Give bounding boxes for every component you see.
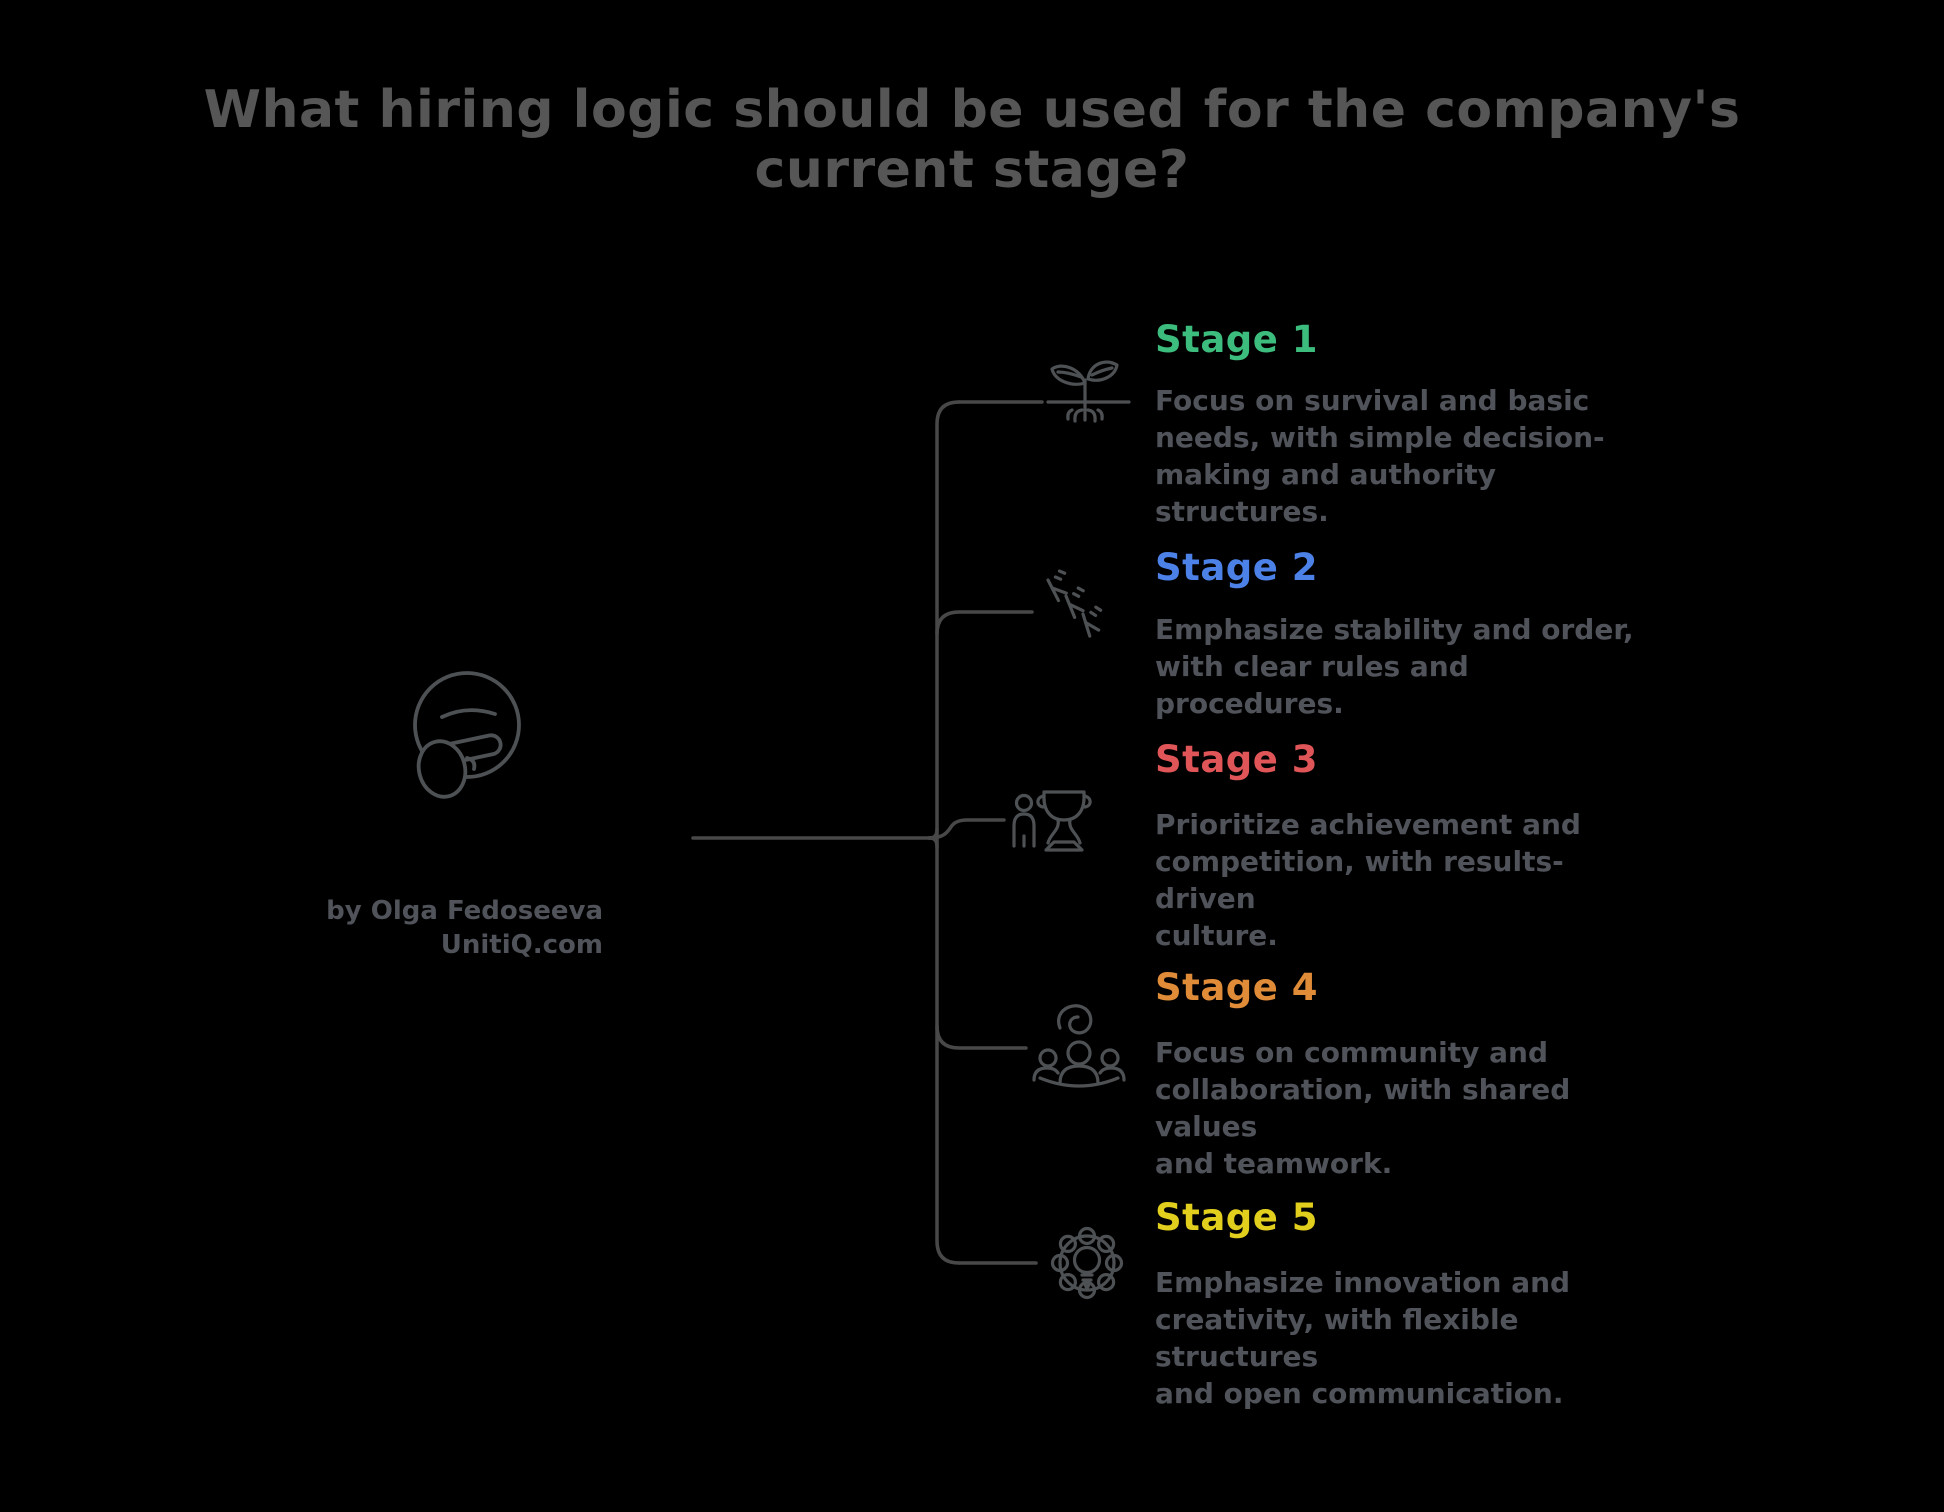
falling-dominoes-icon	[1046, 569, 1103, 638]
gear-lightbulb-icon	[1050, 1226, 1124, 1300]
stage-2-description: Emphasize stability and order, with clea…	[1155, 613, 1634, 720]
connector-lines	[691, 400, 1044, 1265]
community-people-icon	[1032, 1004, 1126, 1088]
stage-4-title: Stage 4	[1155, 966, 1319, 1009]
connector-trunk	[935, 400, 961, 1265]
page-title: What hiring logic should be used for the…	[203, 80, 1741, 200]
thinking-face-icon	[413, 671, 521, 799]
stage-2-title: Stage 2	[1155, 546, 1319, 589]
seedling-icon	[1046, 360, 1131, 423]
stage-1-description: Focus on survival and basic needs, with …	[1155, 384, 1605, 528]
stage-5-description: Emphasize innovation and creativity, wit…	[1155, 1266, 1571, 1410]
connector-branch-3	[927, 818, 1006, 840]
connector-branch-2	[935, 610, 1034, 636]
stage-3-description: Prioritize achievement and competition, …	[1155, 808, 1581, 952]
stage-4-description: Focus on community and collaboration, wi…	[1155, 1036, 1571, 1180]
thinking-hand	[416, 733, 503, 799]
stage-5-title: Stage 5	[1155, 1196, 1319, 1239]
attribution: by Olga Fedoseeva UnitiQ.com	[326, 896, 603, 960]
stage-1-title: Stage 1	[1155, 318, 1319, 361]
winner-trophy-icon	[1012, 790, 1092, 852]
stage-3-title: Stage 3	[1155, 738, 1319, 781]
connector-branch-4	[935, 1024, 1028, 1050]
